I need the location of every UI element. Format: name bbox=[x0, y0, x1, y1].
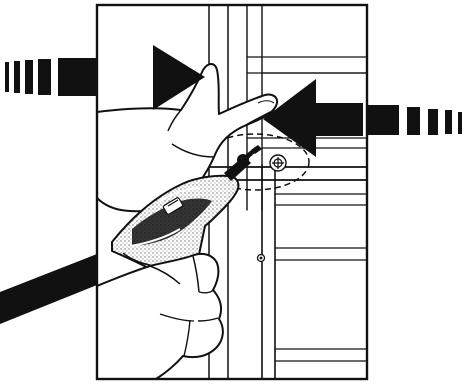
right-arrow-icon bbox=[363, 105, 462, 135]
right-arrow-icon bbox=[316, 103, 363, 136]
cable-line-icon bbox=[0, 254, 97, 324]
